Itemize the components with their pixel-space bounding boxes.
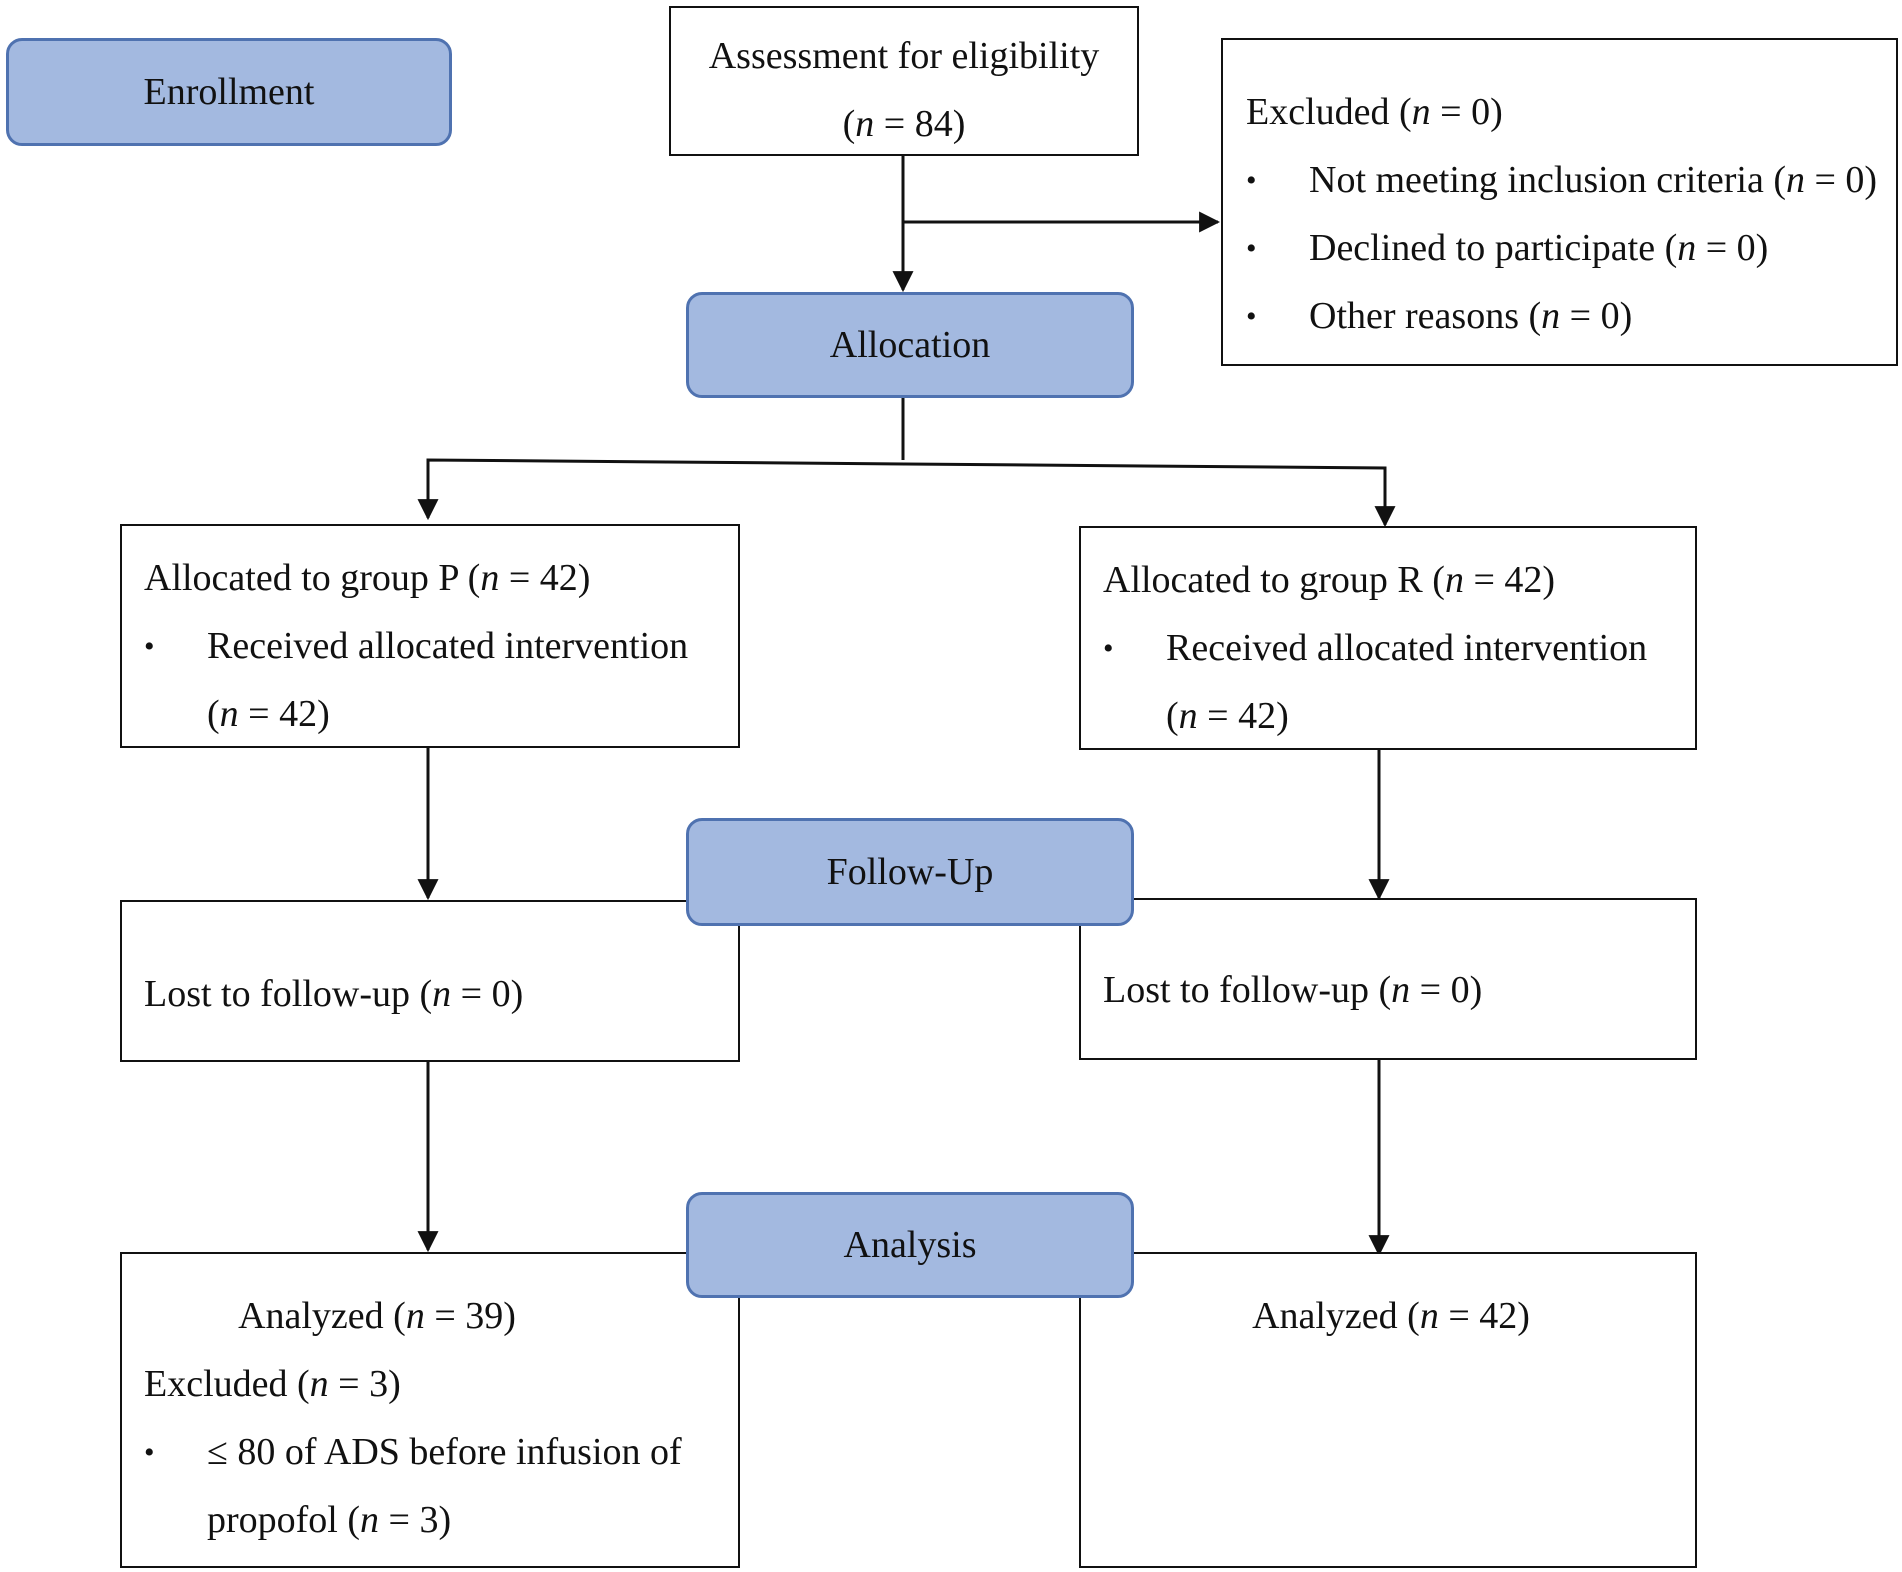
group-p-analyzed-box: Analyzed (n = 39) Excluded (n = 3) • ≤ 8… xyxy=(120,1252,740,1568)
assessment-box: Assessment for eligibility (n = 84) xyxy=(669,6,1139,156)
bullet-icon: • xyxy=(1103,632,1114,665)
bullet-icon: • xyxy=(1246,164,1257,197)
bullet-icon: • xyxy=(144,1436,155,1469)
analysis-label: Analysis xyxy=(843,1224,977,1266)
group-p-allocated-label: Allocated to group P xyxy=(144,557,459,599)
group-p-allocated-box: Allocated to group P (n = 42) • Received… xyxy=(120,524,740,748)
group-r-received-n: = 42 xyxy=(1207,695,1277,737)
follow-up-stage-label: Follow-Up xyxy=(686,818,1134,926)
bullet-icon: • xyxy=(1246,232,1257,265)
allocation-stage-label: Allocation xyxy=(686,292,1134,398)
n-symbol: n xyxy=(855,103,875,145)
allocation-label: Allocation xyxy=(829,324,991,366)
assessment-title: Assessment for eligibility xyxy=(708,35,1100,77)
group-r-allocated-label: Allocated to group R xyxy=(1103,559,1423,601)
group-r-analyzed-label: Analyzed xyxy=(1252,1295,1398,1337)
excluded-item: Other reasons (n = 0) xyxy=(1309,295,1633,337)
group-p-excluded-reason: ≤ 80 of ADS before infusion of xyxy=(207,1431,682,1473)
group-p-lost-label: Lost to follow-up xyxy=(144,973,410,1015)
excluded-n-value: = 0 xyxy=(1440,91,1491,133)
enrollment-label: Enrollment xyxy=(143,71,315,113)
excluded-title: Excluded xyxy=(1246,91,1390,133)
group-p-lost-box: Lost to follow-up (n = 0) xyxy=(120,900,740,1062)
bullet-icon: • xyxy=(144,630,155,663)
bullet-icon: • xyxy=(1246,300,1257,333)
excluded-item: Declined to participate (n = 0) xyxy=(1309,227,1769,269)
group-r-received-label: Received allocated intervention xyxy=(1166,627,1648,669)
group-p-excluded-label: Excluded xyxy=(144,1363,288,1405)
group-p-analyzed-label: Analyzed xyxy=(238,1295,384,1337)
group-p-received-n: = 42 xyxy=(248,693,318,735)
follow-up-label: Follow-Up xyxy=(826,851,994,893)
n-symbol: n xyxy=(1411,91,1431,133)
group-r-analyzed-box: Analyzed (n = 42) xyxy=(1079,1252,1697,1568)
analysis-stage-label: Analysis xyxy=(686,1192,1134,1298)
group-r-lost-box: Lost to follow-up (n = 0) xyxy=(1079,898,1697,1060)
enrollment-stage-label: Enrollment xyxy=(6,38,452,146)
excluded-box: Excluded (n = 0) • Not meeting inclusion… xyxy=(1221,38,1898,366)
assessment-n-value: = 84 xyxy=(883,103,953,145)
group-p-received-label: Received allocated intervention xyxy=(207,625,689,667)
group-r-lost-label: Lost to follow-up xyxy=(1103,969,1369,1011)
excluded-item: Not meeting inclusion criteria (n = 0) xyxy=(1309,159,1878,201)
group-r-allocated-box: Allocated to group R (n = 42) • Received… xyxy=(1079,526,1697,750)
